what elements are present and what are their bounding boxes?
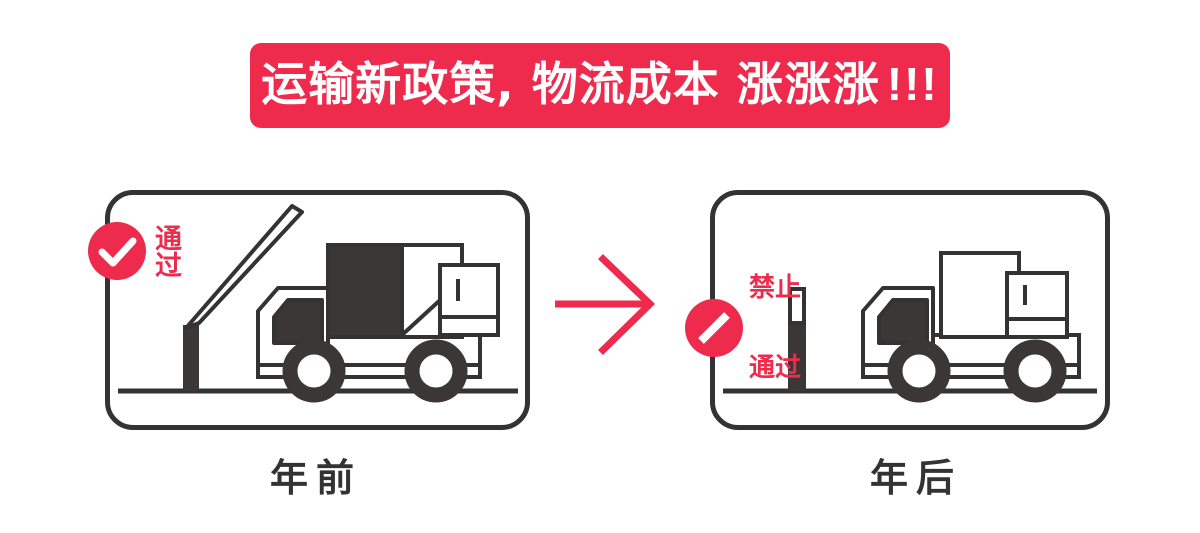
- truck-wheels: [887, 339, 1067, 403]
- check-circle-icon: [88, 222, 146, 280]
- badge-pass-label: 通过: [150, 224, 181, 278]
- scene-before: [110, 195, 525, 425]
- cargo-dark-block: [326, 243, 404, 339]
- truck-cab: [256, 286, 330, 377]
- panel-before: [105, 190, 530, 430]
- cargo-small-box: [438, 263, 500, 337]
- panel-after: [710, 190, 1110, 430]
- barrier-post: [183, 325, 199, 391]
- barrier-lowered: [788, 287, 806, 391]
- badge-no-pass-label-line2: 通过: [749, 352, 802, 383]
- barrier-arm-raised: [184, 204, 304, 330]
- badge-pass: 通过: [88, 222, 181, 280]
- banner-title-emphasis: 涨涨涨: [736, 56, 881, 111]
- barrier-post: [788, 319, 806, 391]
- no-entry-circle-icon: [685, 299, 743, 358]
- scene-after: [715, 195, 1105, 425]
- caption-before: 年前: [270, 456, 363, 500]
- illustration-truck-blocked: [723, 251, 1097, 403]
- illustration-truck-passing: [118, 204, 518, 403]
- truck-wheels: [282, 339, 468, 403]
- badge-no-pass-label: 禁止 通过: [749, 222, 803, 434]
- cargo-small-box: [1005, 271, 1069, 339]
- caption-after: 年后: [870, 456, 963, 500]
- transition-arrow: [555, 252, 670, 357]
- banner-title-main: 运输新政策, 物流成本: [261, 56, 737, 111]
- banner-title: 运输新政策, 物流成本 涨涨涨!!!: [261, 61, 938, 107]
- banner-title-exclamation: !!!: [886, 57, 939, 110]
- barrier-arm-vertical: [788, 287, 806, 325]
- badge-no-pass: 禁止 通过: [685, 222, 803, 434]
- badge-no-pass-label-line1: 禁止: [749, 273, 802, 304]
- headline-banner: 运输新政策, 物流成本 涨涨涨!!!: [250, 43, 950, 128]
